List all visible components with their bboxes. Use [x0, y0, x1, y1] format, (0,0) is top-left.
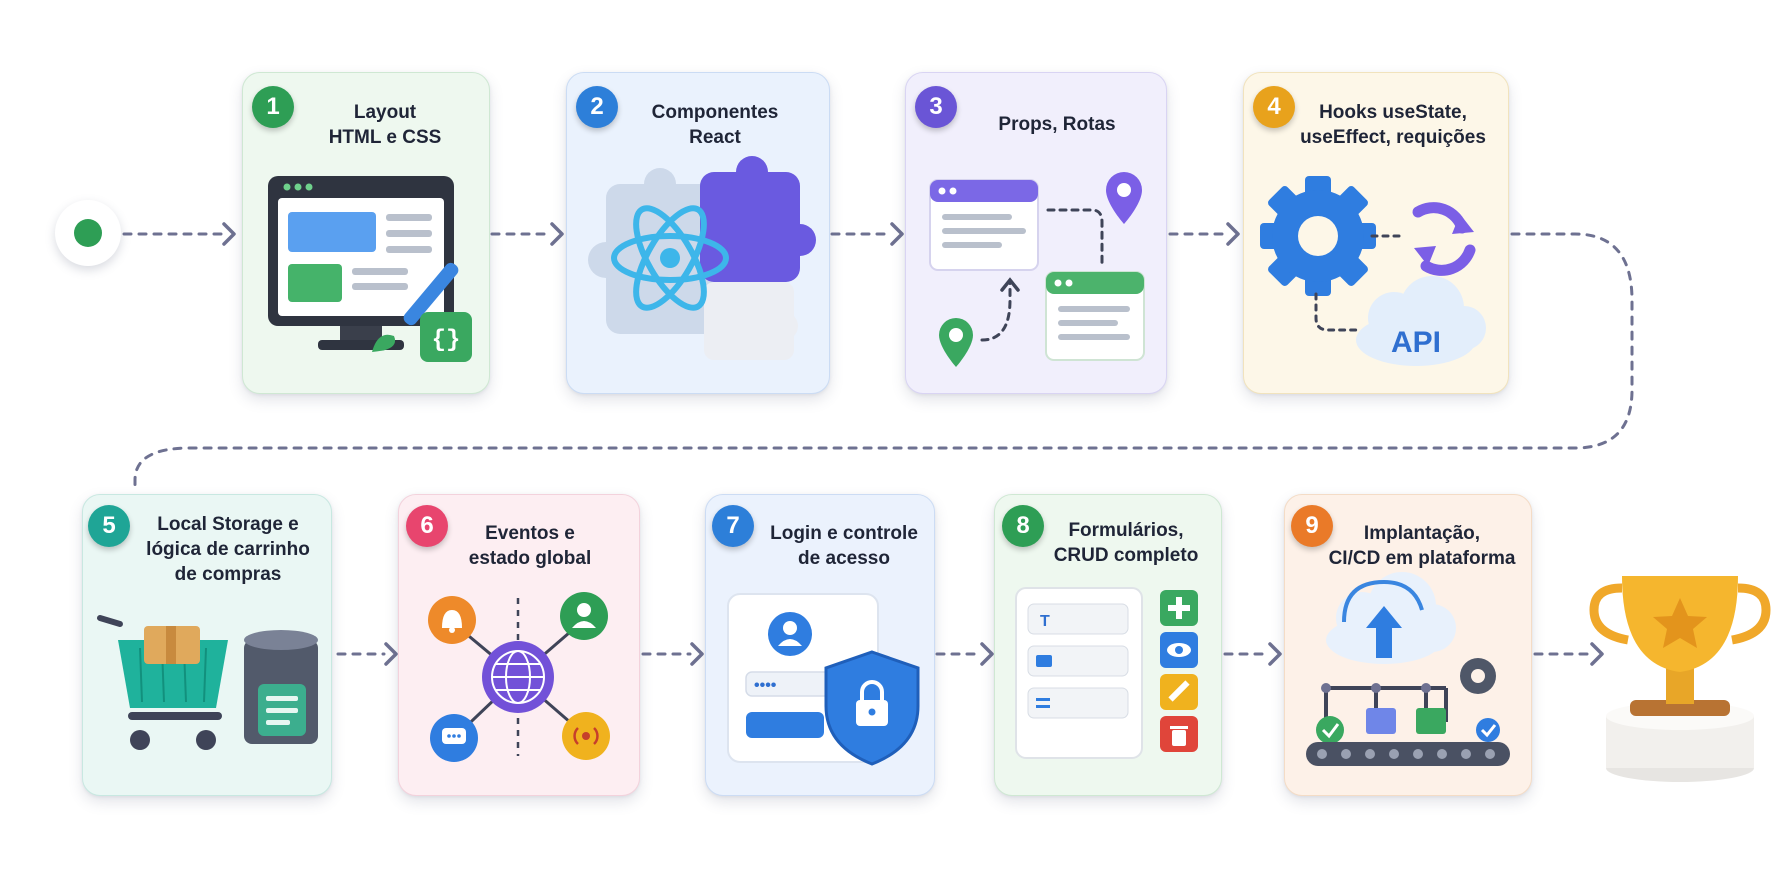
- step-badge-5: 5: [88, 505, 130, 547]
- shield-lock-icon: [824, 650, 920, 766]
- step-title-8: Formulários, CRUD completo: [1053, 520, 1199, 566]
- step-title-2: Componentes React: [651, 102, 779, 148]
- step-badge-6: 6: [406, 505, 448, 547]
- plus-icon: [1160, 590, 1198, 626]
- trash-icon: [1160, 716, 1198, 752]
- svg-text:T: T: [1040, 613, 1050, 630]
- step-badge-1: 1: [252, 86, 294, 128]
- paintbrush-icon: [372, 262, 459, 352]
- step-title-4: Hooks useState, useEffect, requições: [1300, 102, 1486, 148]
- database-icon: [244, 630, 318, 744]
- step-title-3: Props, Rotas: [998, 114, 1116, 135]
- broadcast-icon: [562, 712, 610, 760]
- step-badge-9: 9: [1291, 505, 1333, 547]
- react-atom-icon: [611, 205, 729, 311]
- step-badge-8: 8: [1002, 505, 1044, 547]
- conveyor-icon: [1306, 683, 1510, 766]
- bell-icon: [428, 596, 476, 644]
- code-braces-icon: {}: [420, 312, 472, 362]
- chat-icon: [430, 714, 478, 762]
- trophy-icon: [1589, 576, 1771, 782]
- svg-text:{}: {}: [432, 327, 461, 354]
- step-title-7: Login e controle de acesso: [770, 523, 918, 569]
- svg-text:••••: ••••: [754, 677, 777, 694]
- start-node: [55, 200, 121, 266]
- step-badge-2: 2: [576, 86, 618, 128]
- step-title-5: Local Storage e lógica de carrinho de co…: [146, 514, 310, 585]
- gear-icon: [1460, 658, 1496, 694]
- browser-window-icon: [929, 179, 1145, 361]
- step-title-6: Eventos e estado global: [468, 523, 592, 569]
- shopping-cart-icon: [97, 615, 228, 750]
- step-title-1: Layout HTML e CSS: [328, 102, 442, 148]
- eye-icon: [1160, 632, 1198, 668]
- cloud-icon: API: [1356, 276, 1486, 366]
- step-badge-7: 7: [712, 505, 754, 547]
- svg-text:API: API: [1391, 326, 1441, 359]
- gear-icon: [1260, 176, 1376, 296]
- upload-icon: [1326, 572, 1456, 664]
- step-badge-3: 3: [915, 86, 957, 128]
- step-title-9: Implantação, CI/CD em plataforma: [1328, 523, 1516, 569]
- start-dot-icon: [74, 219, 102, 247]
- monitor-icon: [268, 176, 454, 350]
- step-badge-4: 4: [1253, 86, 1295, 128]
- pencil-icon: [1160, 674, 1198, 710]
- user-icon: [560, 592, 608, 640]
- map-pin-icon: [939, 172, 1142, 367]
- puzzle-icon: [588, 156, 816, 360]
- form-panel: T: [1015, 587, 1143, 759]
